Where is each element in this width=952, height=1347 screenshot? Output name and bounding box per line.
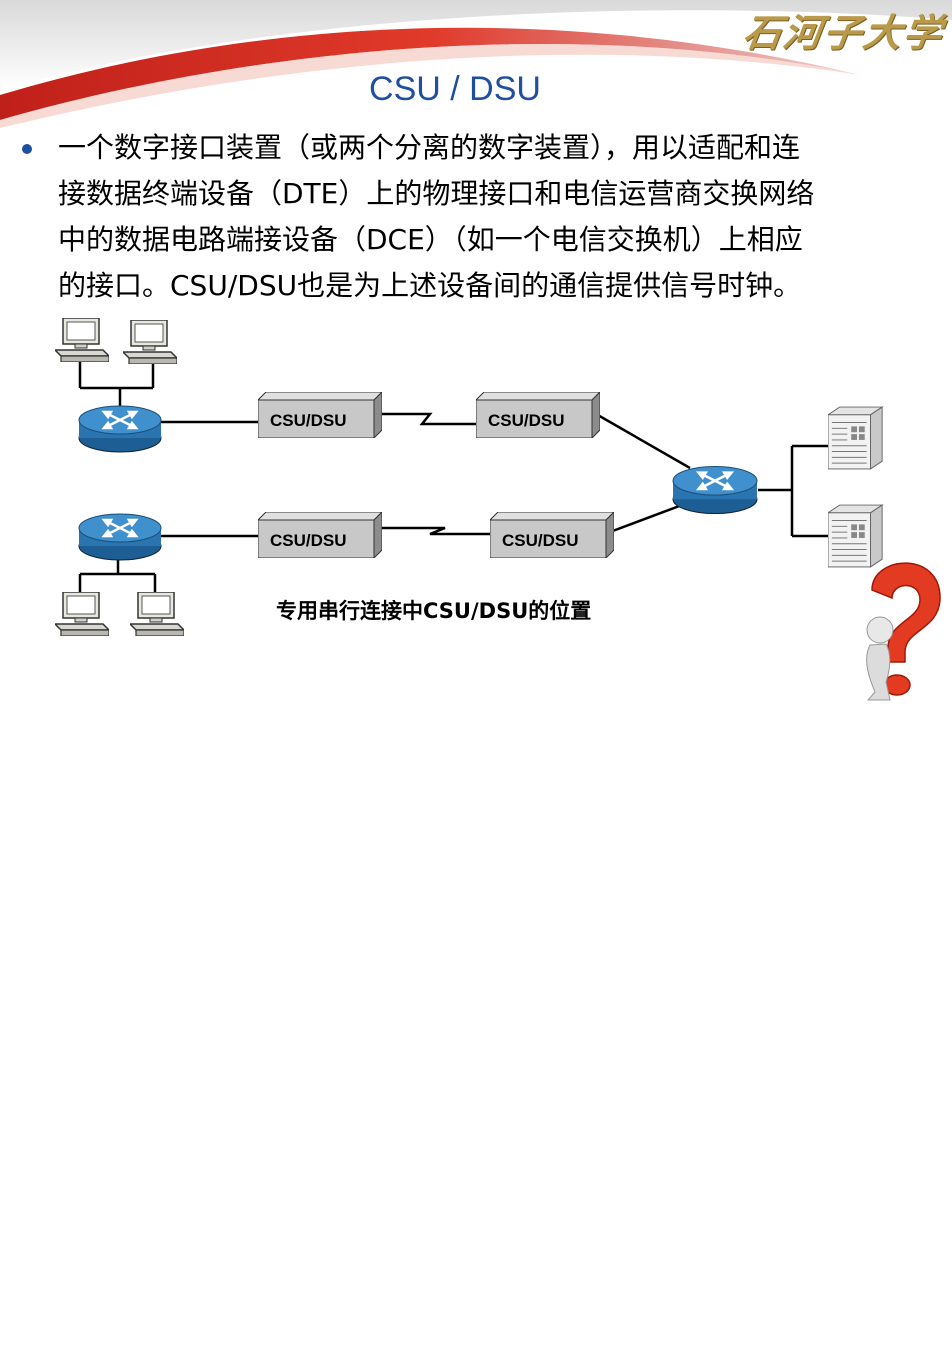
bullet-line: 一个数字接口装置（或两个分离的数字装置），用以适配和连 <box>58 131 801 164</box>
slide: 石河子大学 CSU / DSU 一个数字接口装置（或两个分离的数字装置），用以适… <box>0 0 952 701</box>
csu-dsu-label: CSU/DSU <box>502 531 579 550</box>
bullet-line: 接数据终端设备（DTE）上的物理接口和电信运营商交换网络 <box>58 177 815 210</box>
workstation-icon <box>123 320 177 364</box>
diagram-caption: 专用串行连接中CSU/DSU的位置 <box>276 599 591 623</box>
bullet-line: 中的数据电路端接设备（DCE）（如一个电信交换机）上相应 <box>58 223 803 256</box>
csu-dsu-label: CSU/DSU <box>270 531 347 550</box>
router-icon <box>78 404 162 454</box>
page-title: CSU / DSU <box>369 70 541 108</box>
workstation-icon <box>55 592 109 636</box>
server-icon <box>828 406 883 470</box>
router-icon <box>672 465 758 515</box>
workstation-icon <box>55 318 109 362</box>
bullet-paragraph: 一个数字接口装置（或两个分离的数字装置），用以适配和连 接数据终端设备（DTE）… <box>58 125 928 309</box>
bullet-line: 的接口。CSU/DSU也是为上述设备间的通信提供信号时钟。 <box>58 269 802 302</box>
bullet-icon <box>22 144 32 154</box>
network-diagram: CSU/DSU CSU/DSU CSU/DSU CSU/DSU 专用串行连接中C… <box>55 318 941 701</box>
csu-dsu-label: CSU/DSU <box>488 411 565 430</box>
router-icon <box>78 512 162 562</box>
header-swoosh-decoration <box>0 0 952 128</box>
csu-dsu-label: CSU/DSU <box>270 411 347 430</box>
server-icon <box>828 504 883 568</box>
workstation-icon <box>130 592 184 636</box>
university-logo: 石河子大学 <box>740 10 947 55</box>
question-figure-icon <box>866 562 941 701</box>
